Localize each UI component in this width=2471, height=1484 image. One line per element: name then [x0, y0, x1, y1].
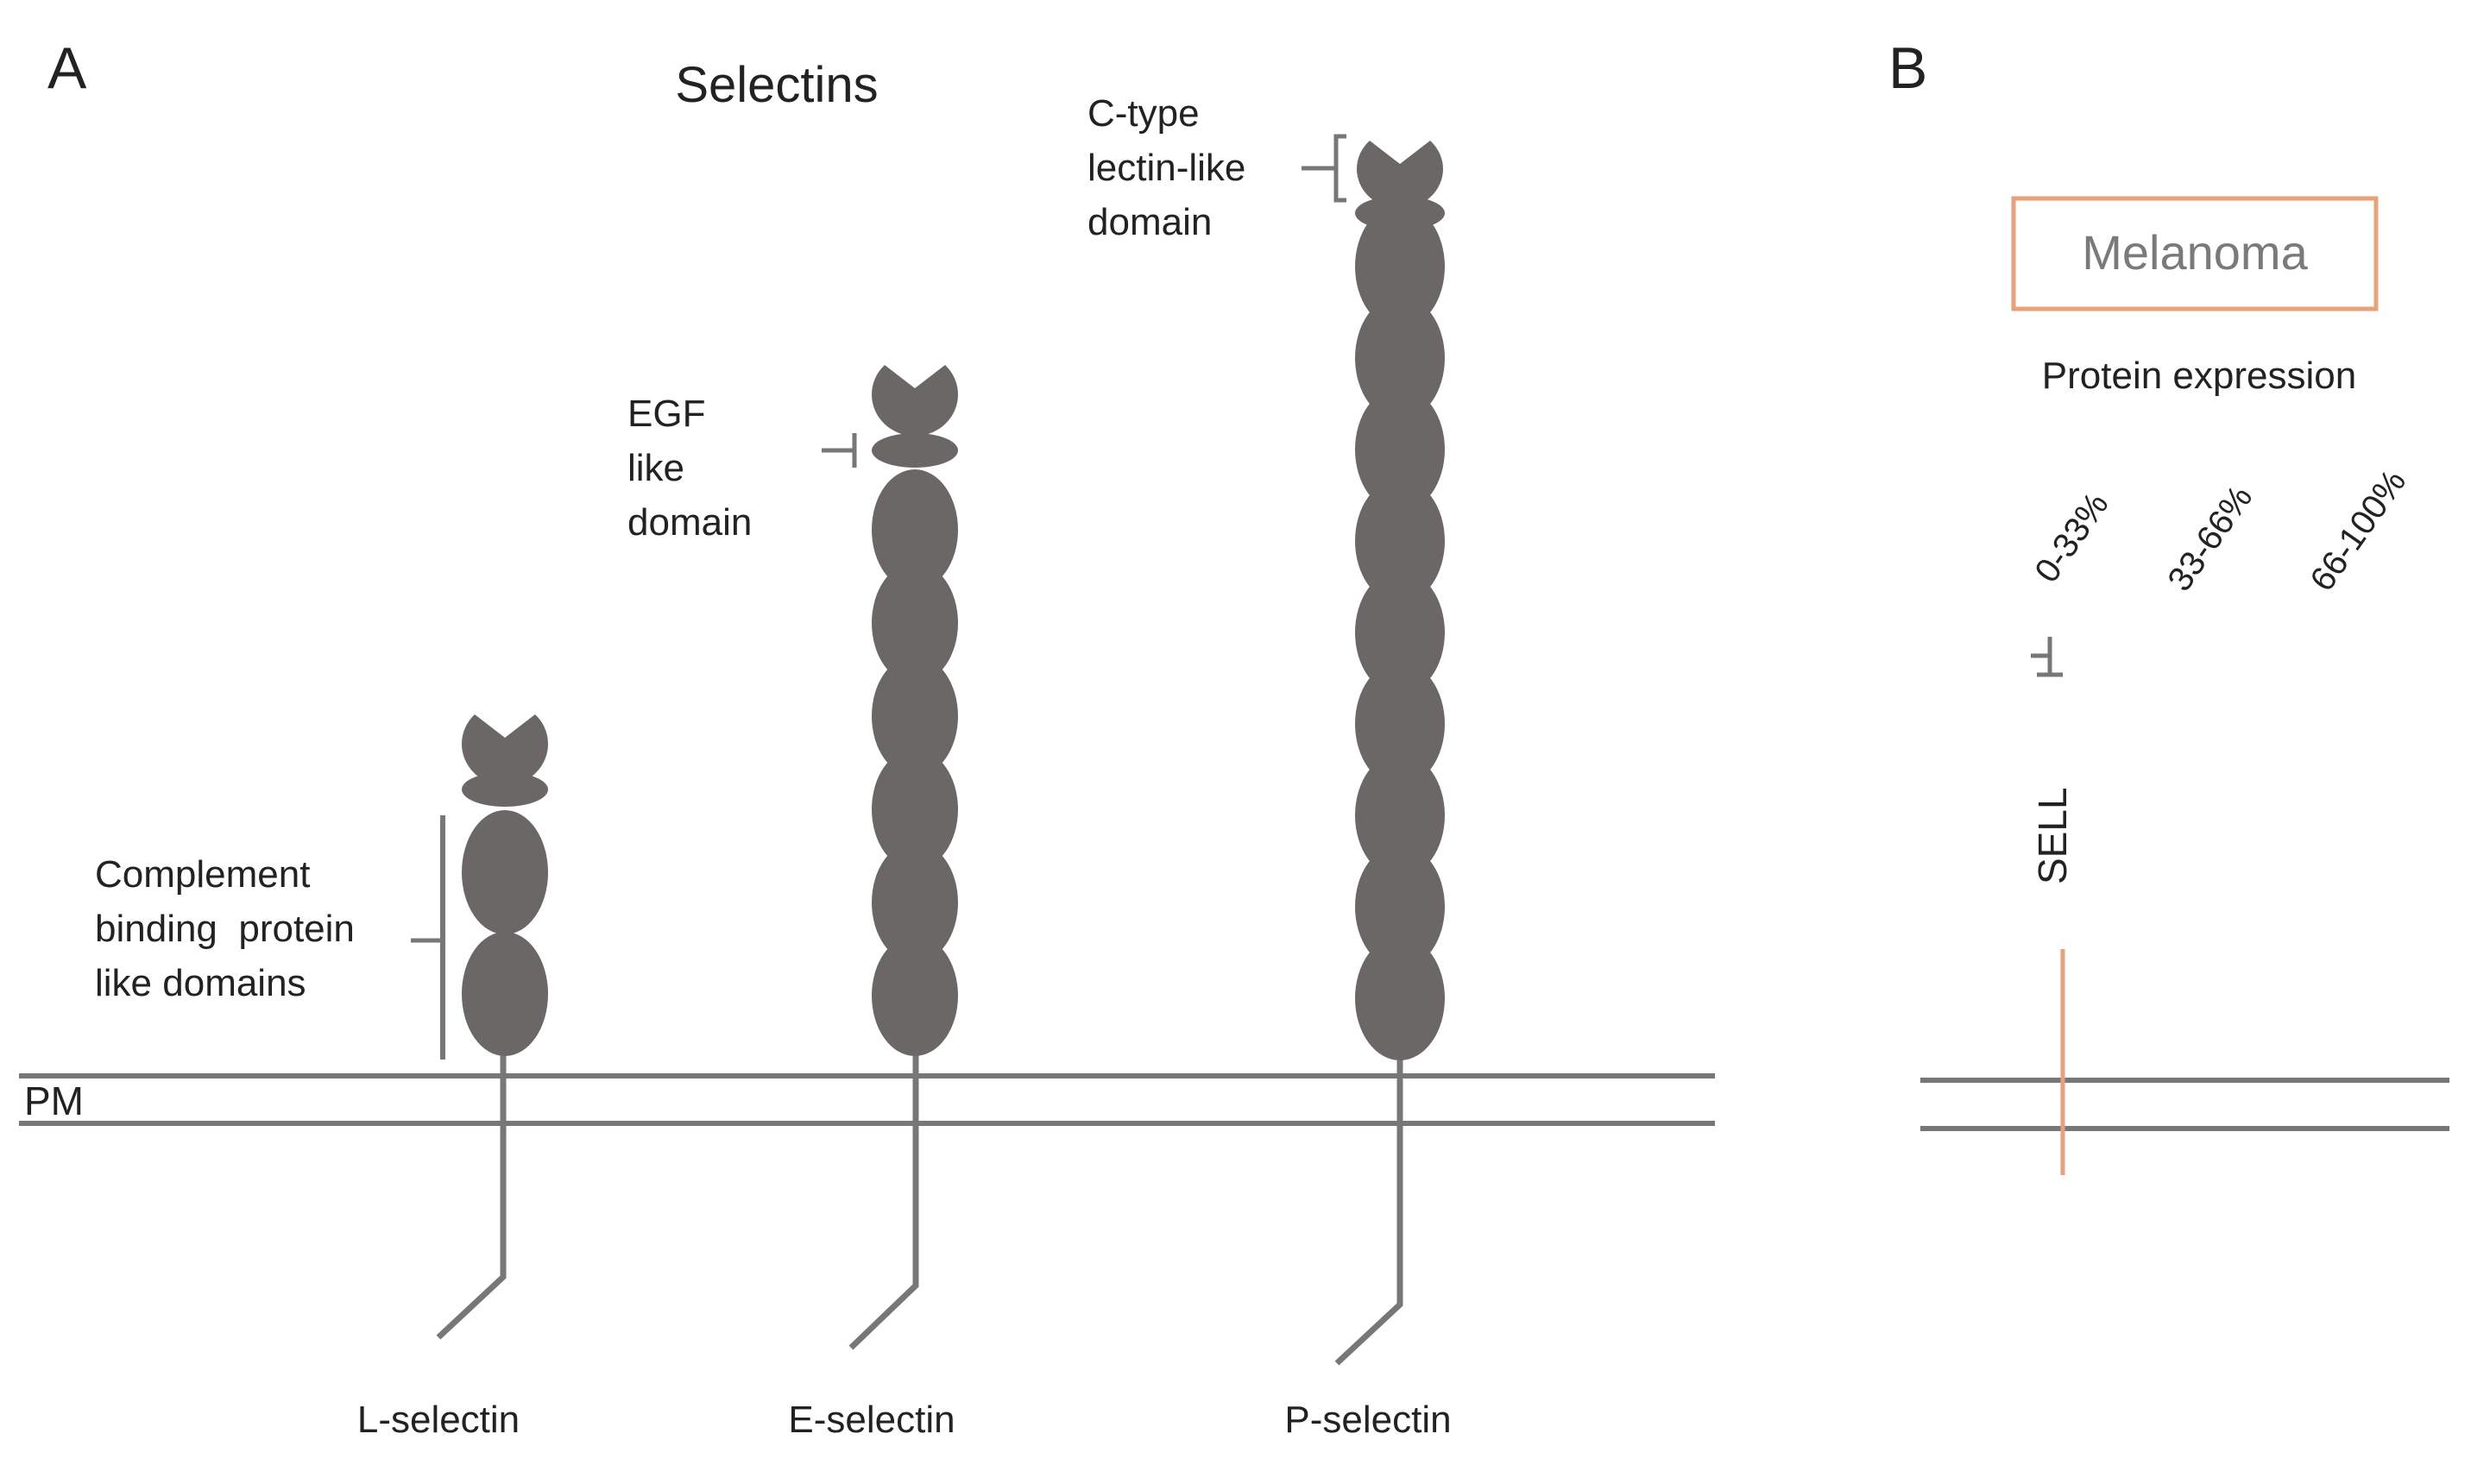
level-label-66-100: 66-100%: [2303, 463, 2413, 598]
gene-label: SELL: [2030, 787, 2075, 884]
lectin-bracket: [1333, 134, 1346, 203]
level-label-0-33: 0-33%: [2027, 486, 2115, 589]
p-selectin-repeat-domain: [1355, 570, 1445, 695]
e-selectin-repeat-domain: [872, 563, 958, 683]
p-selectin-repeat-domain: [1355, 753, 1445, 877]
l-selectin-egf-domain: [462, 772, 548, 807]
e-selectin-lectin-domain: [872, 365, 959, 437]
complement-label-line-3: like domains: [95, 962, 306, 1004]
panel-a-letter: A: [47, 35, 87, 101]
tissue-label: Melanoma: [2082, 225, 2308, 280]
p-selectin-repeat-domain: [1355, 204, 1445, 329]
p-selectin-repeat-domain: [1355, 845, 1445, 969]
lectin-label-line-1: C-type: [1087, 92, 1200, 135]
l-selectin-repeat-domain: [462, 810, 548, 934]
complement-label-line-1: Complement: [95, 853, 310, 896]
p-selectin-repeat-domain: [1355, 479, 1445, 603]
p-selectin-repeat-domain: [1355, 387, 1445, 512]
complement-annotation: Complement binding protein like domains: [95, 815, 445, 1060]
l-selectin-lectin-domain: [462, 714, 548, 786]
expression-title: Protein expression: [2042, 355, 2356, 397]
complement-label-line-2: binding protein: [95, 908, 355, 950]
e-selectin-repeat-domain: [872, 935, 958, 1056]
tissue-box: [2011, 196, 2379, 311]
e-selectin: [848, 365, 959, 1350]
p-selectin-repeat-domain: [1355, 662, 1445, 786]
lectin-label-line-3: domain: [1087, 201, 1212, 243]
panel-a: A Selectins PM: [19, 35, 1715, 1441]
l-selectin-label: L-selectin: [357, 1399, 520, 1441]
egf-annotation: EGF like domain: [627, 393, 857, 544]
e-selectin-label: E-selectin: [788, 1399, 955, 1441]
p-selectin: [1334, 141, 1445, 1366]
l-selectin-tail: [436, 1054, 507, 1340]
e-selectin-repeat-domain: [872, 656, 958, 777]
e-selectin-egf-domain: [872, 433, 958, 468]
e-selectin-repeat-domain: [872, 749, 958, 870]
egf-label-line-3: domain: [627, 501, 752, 544]
e-selectin-repeat-domain: [872, 842, 958, 963]
panel-b: B Melanoma Protein expression 0-33% 33-6…: [1888, 35, 2449, 1175]
lectin-annotation: C-type lectin-like domain: [1087, 92, 1346, 243]
l-selectin: [436, 714, 548, 1340]
p-selectin-tail: [1334, 1054, 1403, 1366]
expression-level-marker: [2031, 637, 2063, 677]
e-selectin-repeat-domain: [872, 469, 958, 590]
p-selectin-repeat-domain: [1355, 936, 1445, 1060]
p-selectin-label: P-selectin: [1284, 1399, 1451, 1441]
panel-a-title: Selectins: [675, 57, 878, 113]
egf-label-line-1: EGF: [627, 393, 705, 435]
p-selectin-egf-domain: [1355, 196, 1445, 230]
membrane-label: PM: [24, 1078, 84, 1123]
panel-b-letter: B: [1888, 35, 1927, 101]
level-label-33-66: 33-66%: [2160, 479, 2260, 598]
lectin-label-line-2: lectin-like: [1087, 147, 1245, 189]
l-selectin-repeat-domain: [462, 932, 548, 1056]
p-selectin-repeat-domain: [1355, 296, 1445, 420]
e-selectin-tail: [848, 1054, 919, 1350]
egf-label-line-2: like: [627, 447, 684, 489]
p-selectin-lectin-domain: [1356, 141, 1443, 209]
